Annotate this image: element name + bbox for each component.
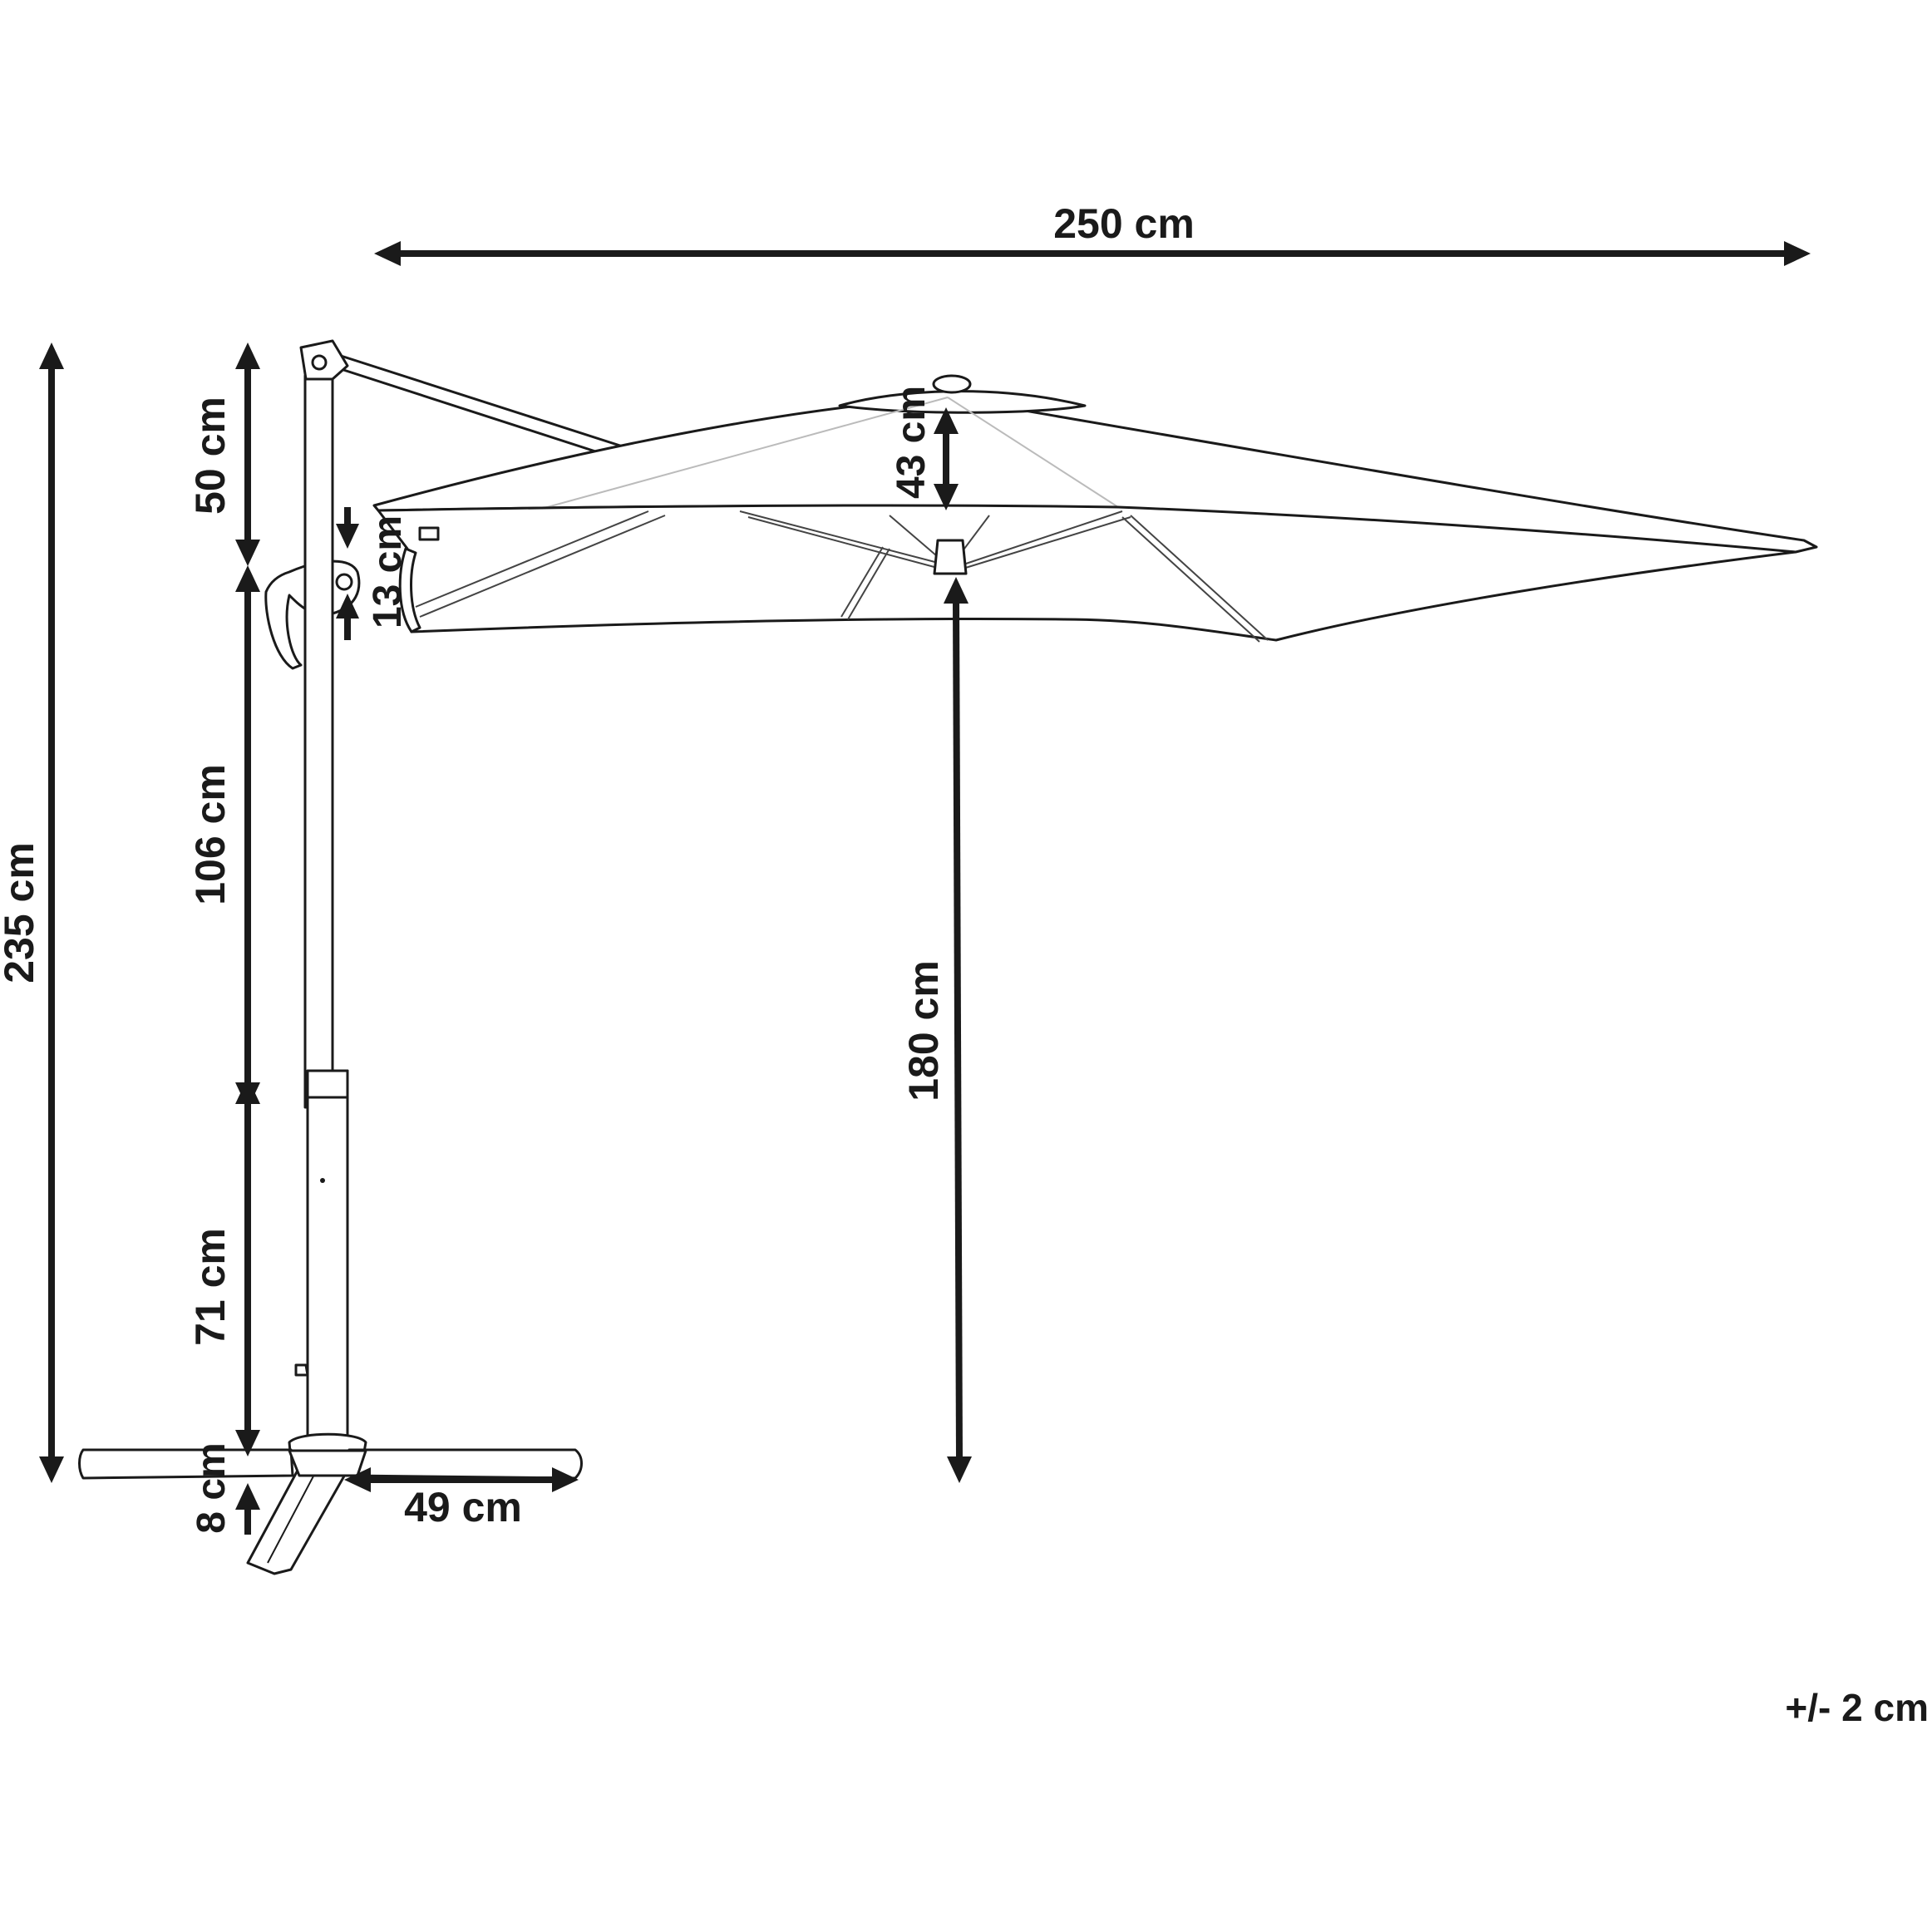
canopy-vent — [838, 390, 1087, 414]
label-base-arm: 49 cm — [404, 1484, 522, 1530]
pole-top-bolt — [311, 354, 328, 371]
base-arm-front — [246, 1466, 351, 1575]
base-arm-front-channel — [267, 1471, 317, 1564]
support-arm — [334, 354, 627, 461]
base-arm-arrow — [344, 1467, 579, 1492]
dimension-labels: 250 cm 235 cm 50 cm 106 cm 71 cm 8 cm 13… — [0, 200, 1929, 1729]
pole-lower-arrow — [235, 1077, 260, 1456]
crank-knob — [335, 573, 353, 591]
canopy-left-cap — [398, 547, 421, 633]
total-height-arrow — [39, 343, 64, 1483]
label-base-height: 8 cm — [190, 1442, 234, 1533]
pole-pin — [320, 1178, 325, 1183]
canopy-depth-arrow — [934, 407, 959, 510]
width-arrow — [374, 241, 1811, 266]
label-pole-middle: 106 cm — [187, 764, 234, 905]
arm-bracket — [418, 526, 440, 541]
pole-middle-arrow — [235, 565, 260, 1109]
label-handle-gap: 13 cm — [366, 515, 410, 628]
pole-lower — [306, 1069, 349, 1459]
crank-handle — [264, 559, 361, 670]
umbrella-illustration — [78, 339, 1818, 1575]
handle-gap-arrow — [336, 507, 359, 640]
label-clearance: 180 cm — [900, 960, 947, 1102]
canopy-ribs — [415, 510, 1269, 643]
base-hub — [288, 1449, 367, 1477]
label-width: 250 cm — [1053, 200, 1195, 247]
canopy-hub — [933, 539, 968, 575]
canopy-skirt-edge-right — [1275, 551, 1796, 641]
base-height-arrow — [235, 1483, 260, 1535]
canopy-seam-right — [947, 397, 1119, 508]
label-canopy-depth: 43 cm — [890, 386, 934, 499]
canopy-seam-left — [531, 397, 949, 512]
pole-side-knob — [294, 1363, 309, 1377]
base-arm-right — [347, 1448, 583, 1480]
canopy-skirt-edge — [411, 618, 1277, 641]
top-section-arrow — [235, 343, 260, 566]
tolerance-note: +/- 2 cm — [1785, 1686, 1929, 1729]
canopy-finial — [932, 374, 972, 394]
base-arm-left — [78, 1448, 294, 1480]
clearance-arrow — [944, 577, 972, 1483]
label-total-height: 235 cm — [0, 842, 42, 983]
label-pole-lower: 71 cm — [187, 1228, 234, 1346]
dimension-arrows — [39, 241, 1811, 1535]
pole-upper — [303, 374, 334, 1109]
pole-collar — [306, 1069, 349, 1099]
label-top-section: 50 cm — [187, 397, 234, 515]
